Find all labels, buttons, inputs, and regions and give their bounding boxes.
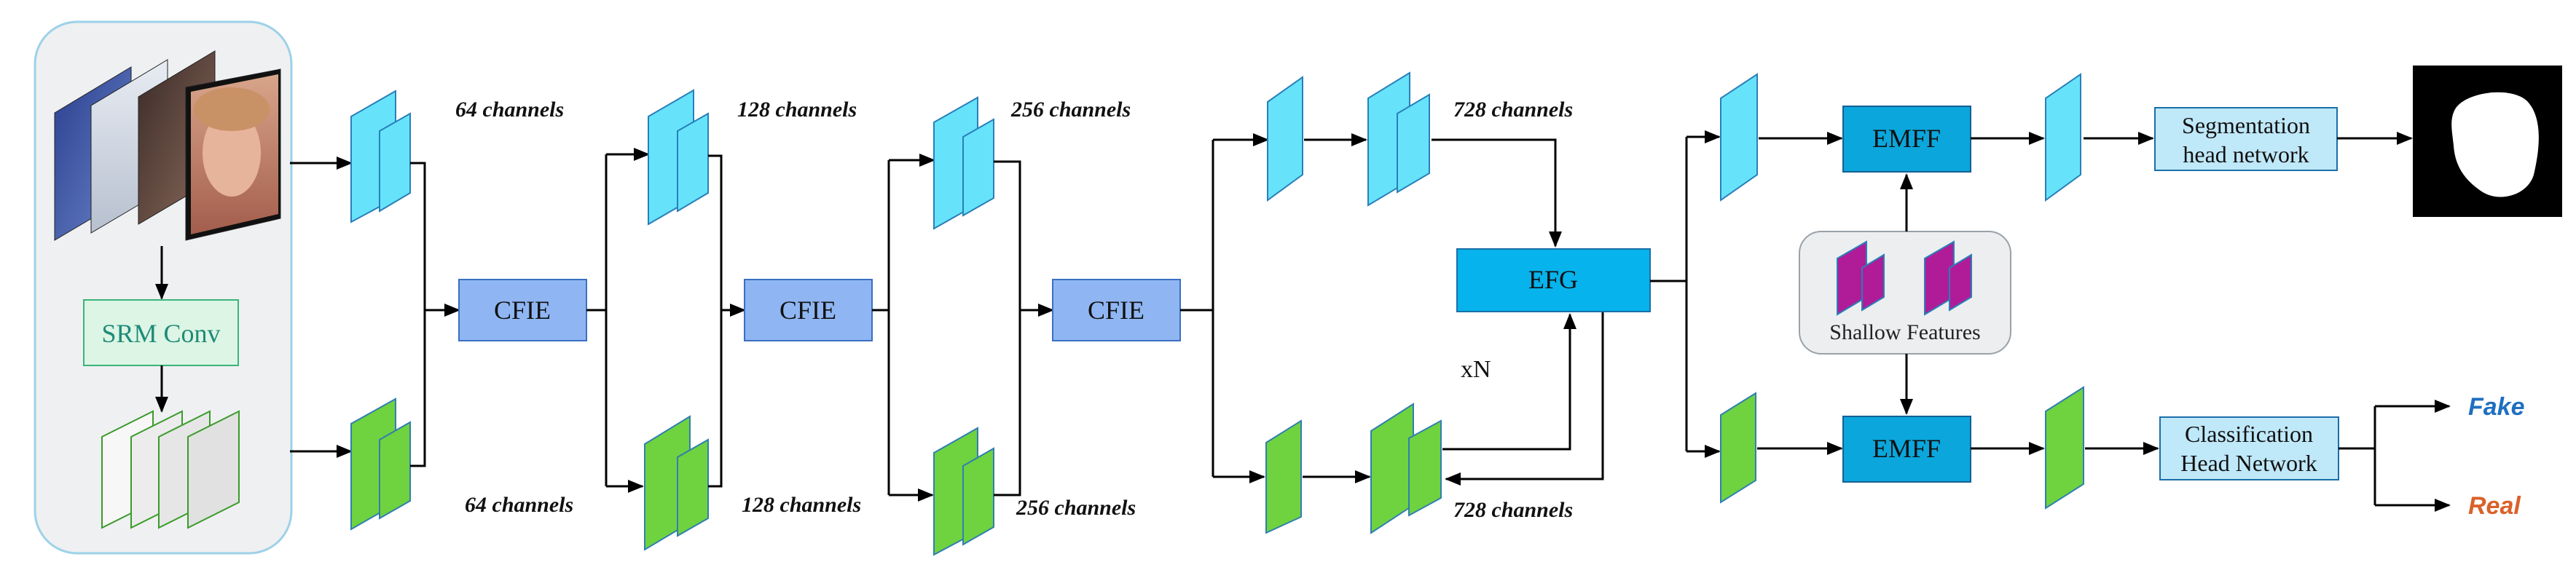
rgb-feature-stage3 <box>933 96 994 230</box>
emff-label-bottom: EMFF <box>1872 434 1941 463</box>
channel-label-top-2: 128 channels <box>737 98 857 122</box>
output-real-label: Real <box>2468 492 2521 520</box>
rgb-feature-stage1 <box>350 90 411 223</box>
noise-feature-fused-input <box>1720 392 1756 504</box>
noise-feature-stage4-single <box>1265 419 1302 534</box>
noise-feature-stage1 <box>350 397 411 531</box>
noise-feature-maps <box>101 410 240 529</box>
cfie-label-2: CFIE <box>780 296 836 325</box>
rgb-feature-fused-output <box>2045 73 2081 202</box>
classification-head-label-2: Head Network <box>2180 450 2317 476</box>
shallow-features-label: Shallow Features <box>1829 320 1980 344</box>
channel-label-top-4: 728 channels <box>1453 98 1573 122</box>
channel-label-bottom-2: 128 channels <box>742 493 861 517</box>
noise-feature-stage2 <box>644 415 709 551</box>
channel-label-top-3: 256 channels <box>1010 98 1131 122</box>
channel-label-bottom-4: 728 channels <box>1453 498 1573 522</box>
noise-feature-stage3 <box>933 427 994 556</box>
noise-feature-fused-output <box>2045 386 2084 510</box>
repeat-label: xN <box>1461 356 1491 383</box>
rgb-feature-fused-input <box>1720 73 1758 202</box>
cfie-label-1: CFIE <box>494 296 551 325</box>
rgb-feature-stage2 <box>648 89 709 226</box>
channel-label-top-1: 64 channels <box>455 98 564 122</box>
rgb-feature-stage4-pair <box>1367 71 1430 207</box>
efg-box <box>1456 248 1651 312</box>
cfie-box-2 <box>744 279 873 341</box>
classification-head-label-1: Classification <box>2185 421 2313 447</box>
classification-head-box <box>2159 416 2339 480</box>
srm-conv-box <box>83 299 239 366</box>
efg-label: EFG <box>1528 265 1578 294</box>
rgb-feature-stage4-single <box>1267 76 1303 202</box>
cfie-label-3: CFIE <box>1088 296 1144 325</box>
channel-label-bottom-3: 256 channels <box>1016 496 1136 520</box>
srm-conv-label: SRM Conv <box>101 319 220 348</box>
noise-feature-stage4-pair <box>1370 403 1442 534</box>
shallow-feature-maps <box>1837 240 1972 316</box>
channel-label-bottom-1: 64 channels <box>465 493 573 517</box>
segmentation-head-label-1: Segmentation <box>2182 112 2310 138</box>
segmentation-head-label-2: head network <box>2183 141 2309 167</box>
emff-box-bottom <box>1842 416 1971 483</box>
emff-label-top: EMFF <box>1872 124 1941 153</box>
output-fake-label: Fake <box>2468 393 2525 421</box>
input-face-images <box>54 50 281 241</box>
segmentation-mask-output <box>2413 66 2562 217</box>
